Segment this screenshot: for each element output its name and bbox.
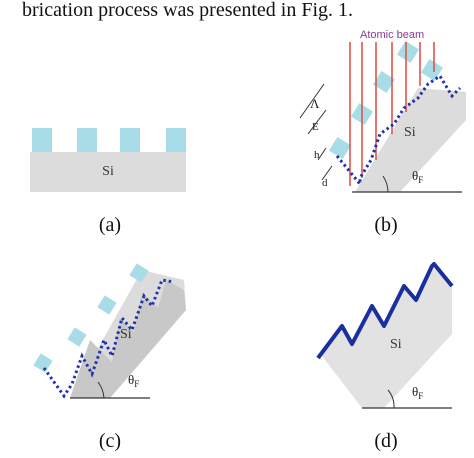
cap-block: [67, 327, 87, 347]
gap-dimension: [307, 109, 327, 135]
panel-b: Atomic beam Λ E h d Si θF (b): [299, 29, 466, 236]
mask-block: [32, 128, 52, 152]
angle-arc: [97, 381, 105, 399]
si-substrate: [322, 266, 452, 408]
caption-c: (c): [99, 430, 121, 452]
caption-b: (b): [374, 214, 397, 236]
cap-block: [396, 40, 420, 64]
header-text: brication process was presented in Fig. …: [22, 0, 353, 21]
caption-d: (d): [374, 430, 397, 452]
period-dimension: [299, 83, 325, 119]
mask-block: [166, 128, 186, 152]
beam-label: Atomic beam: [360, 29, 424, 41]
si-label: Si: [390, 337, 402, 352]
mask-block: [120, 128, 140, 152]
d-dimension: [321, 165, 333, 181]
si-label: Si: [102, 164, 114, 179]
cap-block: [33, 353, 53, 373]
h-dimension: [317, 147, 327, 161]
angle-symbol: θF: [412, 168, 423, 185]
si-label: Si: [404, 125, 416, 140]
panel-a: Si (a): [30, 128, 186, 236]
panel-c: Si θF (c): [33, 263, 186, 452]
cap-block: [372, 70, 396, 94]
panel-d: Si θF (d): [316, 262, 454, 452]
h-symbol: h: [314, 149, 320, 161]
cap-block: [97, 295, 117, 315]
cap-block: [328, 136, 352, 160]
si-label: Si: [120, 327, 132, 342]
d-symbol: d: [322, 177, 328, 189]
etched-profile: [70, 280, 186, 398]
cap-block: [129, 263, 149, 283]
angle-symbol: θF: [128, 372, 139, 389]
angle-arc: [382, 175, 389, 193]
solid-profile: [316, 262, 454, 360]
cap-block: [420, 58, 444, 82]
caption-a: (a): [99, 214, 121, 236]
angle-arc: [387, 389, 395, 409]
si-substrate: [355, 88, 466, 192]
gap-symbol: E: [312, 121, 319, 133]
mask-block: [77, 128, 97, 152]
dotted-profile: [335, 73, 462, 189]
angle-symbol: θF: [412, 384, 423, 401]
period-symbol: Λ: [310, 96, 320, 111]
si-substrate: [30, 152, 186, 192]
